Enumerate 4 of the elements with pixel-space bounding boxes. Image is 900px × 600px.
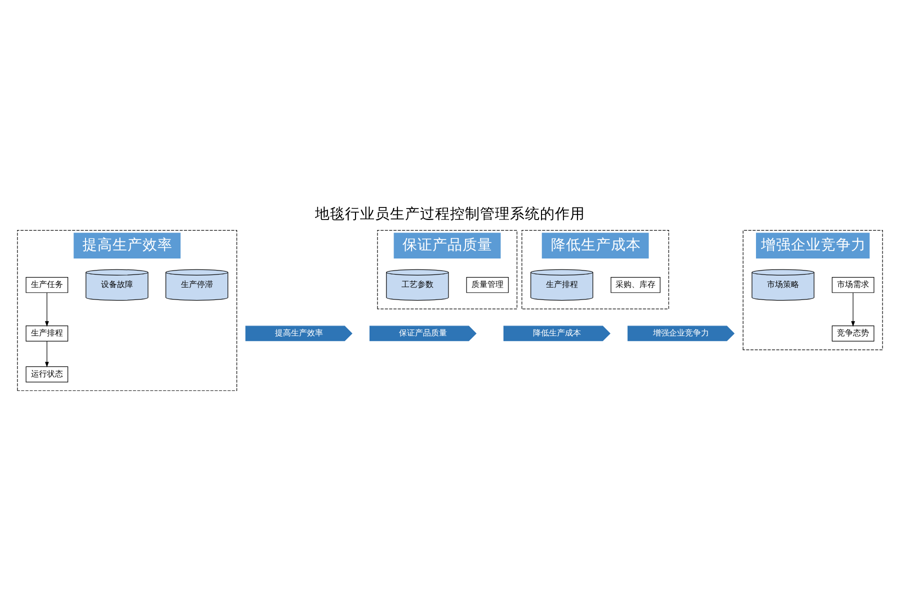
arrow: [45, 292, 49, 327]
diagram-title: 地毯行业员生产过程控制管理系统的作用: [315, 206, 585, 223]
arrow: [851, 292, 855, 327]
arrow: [45, 340, 49, 368]
